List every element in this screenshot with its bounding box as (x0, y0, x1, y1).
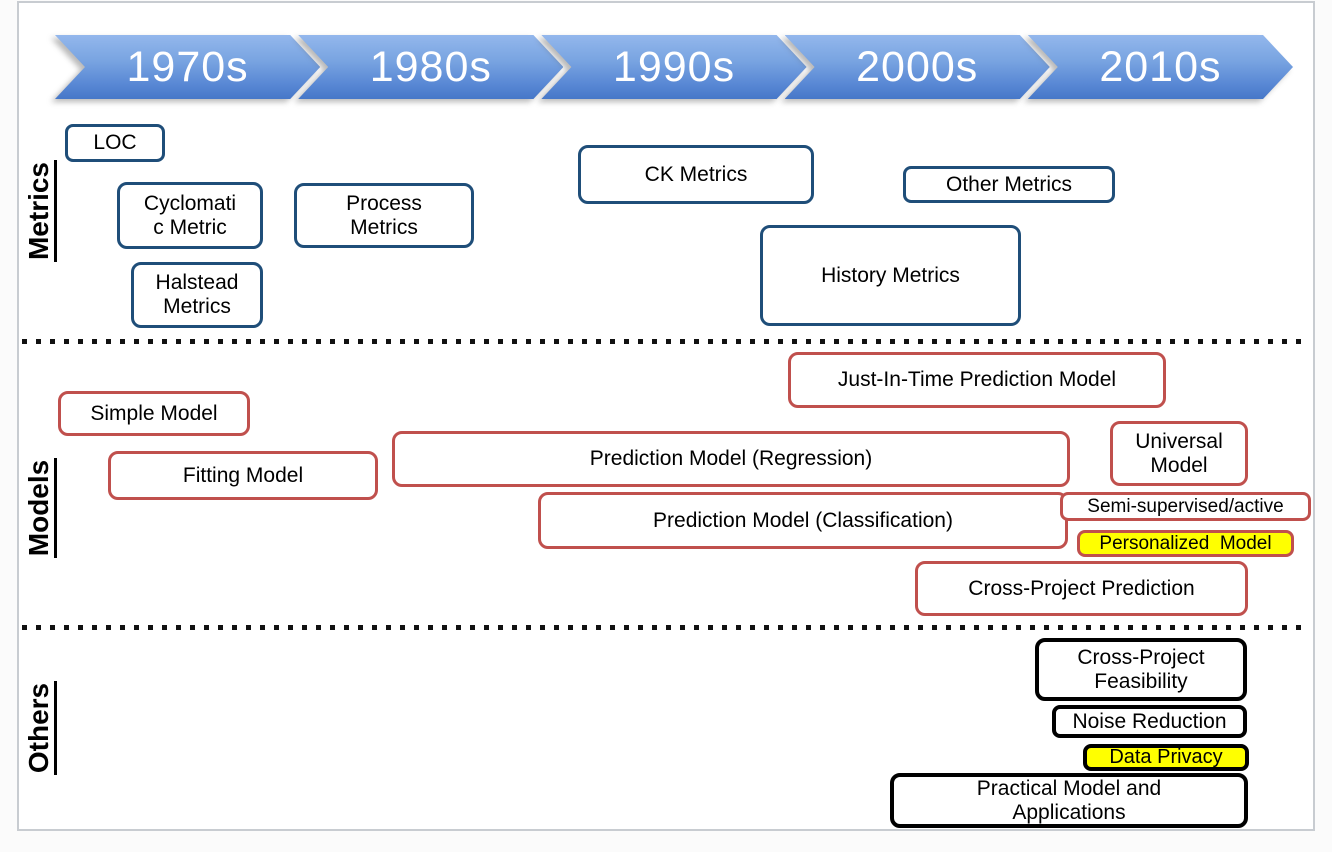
section-divider-models-others (22, 625, 1308, 630)
box-cyclomatic: Cyclomati c Metric (117, 182, 263, 249)
section-label-metrics-text: Metrics (23, 159, 57, 263)
box-loc: LOC (65, 124, 165, 162)
box-simple: Simple Model (58, 391, 250, 436)
section-label-others: Others (22, 668, 58, 788)
section-label-metrics: Metrics (22, 151, 58, 271)
box-universal: Universal Model (1110, 421, 1248, 486)
decade-segment-wrap: 1990s (541, 35, 806, 99)
box-other: Other Metrics (903, 166, 1115, 203)
section-divider-metrics-models (22, 339, 1308, 344)
box-personalized: Personalized Model (1077, 530, 1294, 557)
box-crossproject: Cross-Project Prediction (915, 561, 1248, 616)
section-label-models-text: Models (23, 457, 57, 559)
decade-segment: 2010s (1028, 35, 1293, 99)
box-noise: Noise Reduction (1052, 705, 1247, 738)
box-history: History Metrics (760, 225, 1021, 326)
decade-segment: 2000s (785, 35, 1050, 99)
decade-segment-wrap: 2010s (1028, 35, 1293, 99)
box-classification: Prediction Model (Classification) (538, 492, 1068, 549)
box-process: Process Metrics (294, 183, 474, 248)
section-label-others-text: Others (23, 680, 57, 776)
box-privacy: Data Privacy (1083, 744, 1249, 771)
box-fitting: Fitting Model (108, 451, 378, 500)
box-ck: CK Metrics (578, 145, 814, 204)
box-halstead: Halstead Metrics (131, 262, 263, 328)
decade-segment-wrap: 1970s (55, 35, 320, 99)
decade-segment: 1990s (541, 35, 806, 99)
decade-segment-wrap: 1980s (298, 35, 563, 99)
section-label-models: Models (22, 448, 58, 568)
box-semi: Semi-supervised/active (1060, 492, 1311, 521)
box-regression: Prediction Model (Regression) (392, 431, 1070, 487)
decade-segment: 1980s (298, 35, 563, 99)
box-feasibility: Cross-Project Feasibility (1035, 638, 1247, 701)
decade-segment-wrap: 2000s (785, 35, 1050, 99)
decade-segment: 1970s (55, 35, 320, 99)
box-practical: Practical Model and Applications (890, 773, 1248, 828)
box-jit: Just-In-Time Prediction Model (788, 352, 1166, 408)
